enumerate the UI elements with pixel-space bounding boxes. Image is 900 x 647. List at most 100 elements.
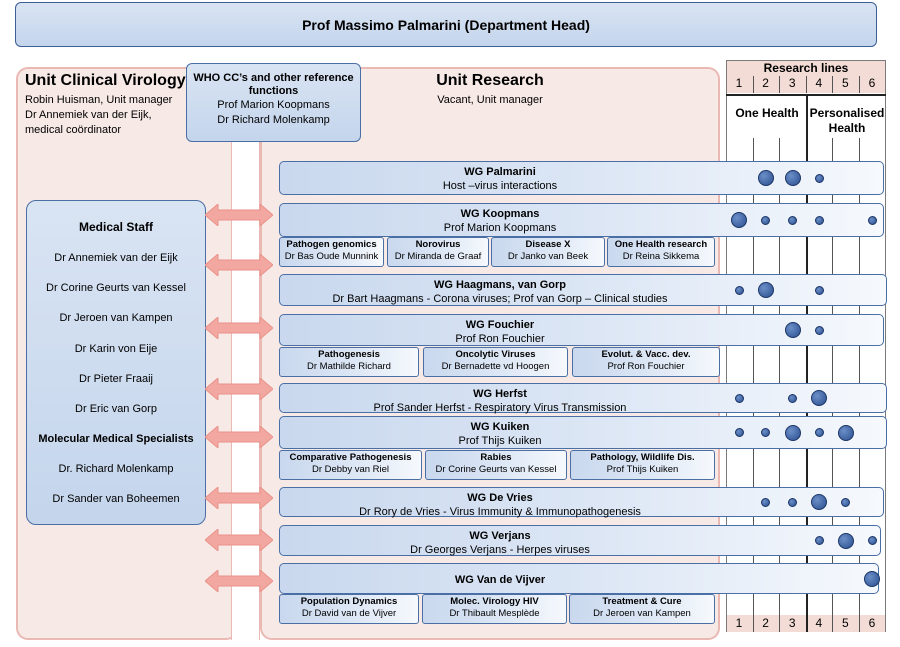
research-line-separator — [805, 94, 808, 632]
working-group-subtitle: Prof Marion Koopmans — [443, 222, 557, 234]
working-group-name: WG Herfst — [473, 388, 527, 400]
research-line-marker — [814, 285, 824, 295]
working-group-subtitle: Host –virus interactions — [442, 180, 558, 192]
research-line-number-top: 6 — [868, 76, 876, 90]
specialist-member-1: Dr. Richard Molenkamp — [58, 463, 174, 475]
staff-member-4: Dr Karin von Eije — [74, 343, 158, 355]
research-line-marker — [814, 173, 824, 183]
research-line-marker — [814, 325, 824, 335]
working-group-8: WG Verjans Dr Georges Verjans - Herpes vi… — [279, 525, 881, 556]
working-group-name: WG De Vries — [467, 492, 533, 504]
sub-group-box: Pathology, Wildlife Dis.Prof Thijs Kuike… — [570, 450, 715, 480]
research-line-number-bottom: 1 — [735, 616, 743, 630]
sub-group-title: Treatment & Cure — [602, 596, 682, 607]
sub-group-title: Population Dynamics — [300, 596, 398, 607]
research-line-marker — [841, 497, 851, 507]
sub-group-lead: Dr Janko van Beek — [507, 251, 589, 262]
research-group-one-health: One Health — [735, 106, 799, 120]
sub-group-box: Evolut. & Vacc. dev.Prof Ron Fouchier — [572, 347, 720, 377]
research-line-marker — [761, 215, 771, 225]
research-line-number-top: 2 — [762, 76, 769, 90]
research-line-number-separator — [805, 76, 807, 93]
research-line-marker — [788, 393, 797, 403]
clinical-unit-line-3: medical coördinator — [25, 124, 121, 136]
research-line-marker — [784, 424, 801, 441]
who-reference-member-2: Dr Richard Molenkamp — [217, 114, 330, 126]
research-line-marker — [784, 170, 801, 186]
working-group-name: WG Verjans — [469, 530, 531, 542]
medical-staff-heading: Medical Staff — [78, 220, 153, 234]
sub-group-lead: Dr Reina Sikkema — [622, 251, 700, 262]
sub-group-title: Pathogen genomics — [286, 239, 377, 250]
sub-group-lead: Dr Bernadette vd Hoogen — [441, 361, 550, 372]
double-arrow — [205, 426, 273, 448]
clinical-unit-line-1: Robin Huisman, Unit manager — [25, 94, 173, 106]
working-group-subtitle: Prof Sander Herfst - Respiratory Virus T… — [373, 402, 627, 414]
research-line-marker — [784, 322, 801, 338]
research-line-marker — [788, 497, 797, 507]
working-group-subtitle: Prof Ron Fouchier — [455, 333, 545, 345]
research-line-marker — [814, 536, 824, 545]
research-line-number-top: 4 — [815, 76, 823, 90]
molecular-specialists-heading: Molecular Medical Specialists — [38, 433, 194, 445]
sub-group-title: Comparative Pathogenesis — [289, 452, 412, 463]
clinical-unit-title: Unit Clinical Virology — [25, 72, 186, 89]
research-line-number-separator — [752, 76, 754, 93]
double-arrow — [205, 317, 273, 339]
working-group-name: WG Fouchier — [465, 319, 535, 331]
research-line-marker — [731, 212, 748, 228]
who-reference-title: WHO CC’s and other reference functions — [193, 72, 354, 97]
double-arrow — [205, 378, 273, 400]
sub-group-lead: Prof Thijs Kuiken — [606, 464, 679, 475]
working-group-3: WG Haagmans, van Gorp Dr Bart Haagmans - … — [279, 274, 887, 306]
working-group-name: WG Haagmans, van Gorp — [433, 279, 567, 291]
working-group-subtitle: Dr Georges Verjans - Herpes viruses — [410, 544, 590, 556]
sub-group-title: One Health research — [614, 239, 708, 250]
working-group-name: WG Palmarini — [464, 166, 536, 178]
research-line-number-bottom: 2 — [762, 616, 769, 630]
research-unit-title: Unit Research — [436, 72, 544, 89]
double-arrow — [205, 487, 273, 509]
sub-group-lead: Prof Ron Fouchier — [607, 361, 685, 372]
research-line-marker — [837, 424, 854, 441]
who-reference-member-1: Prof Marion Koopmans — [217, 99, 330, 111]
working-group-name: WG Van de Vijver — [454, 574, 546, 586]
staff-member-5: Dr Pieter Fraaij — [79, 373, 153, 385]
double-arrow — [205, 570, 273, 592]
sub-group-lead: Dr Miranda de Graaf — [394, 251, 482, 262]
sub-group-title: Evolut. & Vacc. dev. — [601, 349, 691, 360]
research-line-number-top: 1 — [735, 76, 743, 90]
clinical-unit-line-2: Dr Annemiek van der Eijk, — [25, 109, 152, 121]
specialist-member-2: Dr Sander van Boheemen — [52, 493, 180, 505]
working-group-name: WG Kuiken — [470, 421, 530, 433]
research-line-marker — [811, 494, 828, 510]
sub-group-title: Oncolytic Viruses — [455, 349, 536, 360]
working-group-subtitle: Dr Bart Haagmans - Corona viruses; Prof … — [332, 293, 668, 305]
research-line-number-bottom: 3 — [788, 616, 796, 630]
research-line-marker — [867, 215, 877, 225]
sub-group-lead: Dr Corine Geurts van Kessel — [435, 464, 557, 475]
department-head-box: Prof Massimo Palmarini (Department Head) — [15, 2, 877, 47]
research-line-number-top: 5 — [842, 76, 849, 90]
double-arrow — [205, 204, 273, 226]
research-line-marker — [788, 215, 797, 225]
research-lines-title: Research lines — [763, 61, 849, 75]
research-line-marker — [757, 170, 774, 186]
double-arrow — [205, 529, 273, 551]
working-group-9: WG Van de Vijver — [279, 563, 879, 594]
research-line-marker — [757, 282, 774, 298]
working-group-name: WG Koopmans — [460, 208, 540, 220]
sub-group-title: Norovirus — [415, 239, 461, 250]
research-line-marker — [814, 215, 824, 225]
research-line-number-separator — [779, 76, 781, 93]
sub-group-lead: Dr David van de Vijver — [301, 608, 397, 619]
